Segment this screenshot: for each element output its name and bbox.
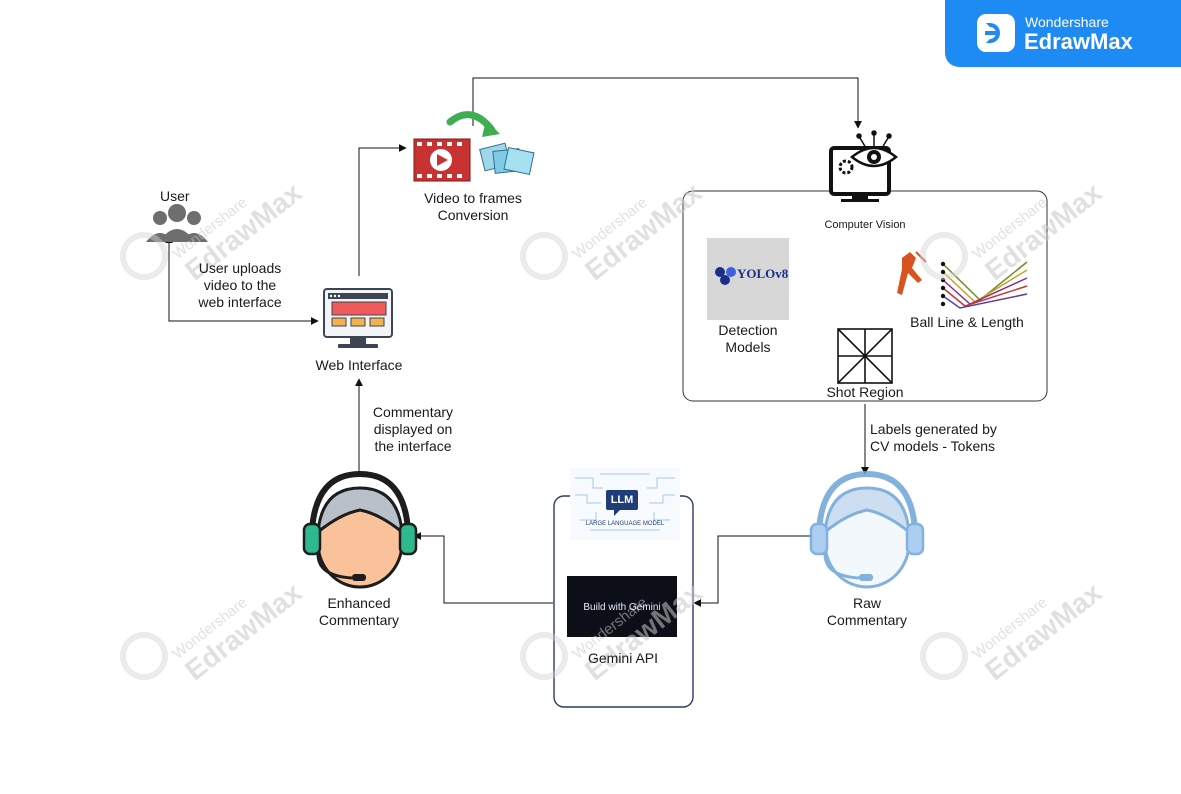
- enhanced-commentary-label: Enhanced Commentary: [318, 595, 400, 628]
- shot-region-label: Shot Region: [826, 384, 904, 400]
- arrow-gemini-to-enhanced: [413, 532, 553, 604]
- video-frames-icon: [413, 111, 535, 182]
- llm-banner: [570, 468, 680, 540]
- raw-commentator-icon: [809, 470, 925, 589]
- web-interface-label: Web Interface: [315, 357, 403, 373]
- video-conversion-label: Video to frames Conversion: [424, 190, 522, 223]
- llm-logo-text: LLM: [610, 494, 634, 506]
- gemini-api-label: Gemini API: [587, 650, 659, 666]
- commentary-displayed-label: Commentary displayed on the interface: [372, 404, 454, 454]
- ball-line-label: Ball Line & Length: [910, 314, 1024, 330]
- user-label: User: [160, 188, 190, 204]
- brand-line2: EdrawMax: [1024, 29, 1133, 54]
- ball-line-icon: [897, 251, 1028, 309]
- yolo-logo: [707, 238, 789, 320]
- computer-vision-icon: [829, 130, 898, 202]
- edrawmax-brand-badge: Wondershare EdrawMax: [945, 0, 1181, 67]
- gemini-banner-text: Build with Gemini: [583, 602, 661, 613]
- monitor-icon: [323, 288, 393, 348]
- connectors: [165, 77, 869, 607]
- labels-generated-label: Labels generated by CV models - Tokens: [870, 421, 997, 454]
- raw-commentary-label: Raw Commentary: [826, 595, 908, 628]
- arrow-video-to-cv: [472, 77, 862, 129]
- shot-region-icon: [837, 328, 893, 384]
- brand-line1: Wondershare: [1025, 14, 1109, 30]
- llm-caption: LARGE LANGUAGE MODEL: [585, 521, 665, 527]
- arrow-webinterface-to-video: [358, 144, 407, 276]
- users-icon: [146, 204, 208, 242]
- user-uploads-label: User uploads video to the web interface: [198, 260, 282, 310]
- computer-vision-label: Computer Vision: [824, 219, 906, 231]
- arrow-raw-to-gemini: [693, 535, 812, 607]
- gemini-banner: [567, 576, 677, 637]
- detection-models-label: Detection Models: [718, 322, 778, 355]
- yolo-logo-text: YOLOv8: [737, 266, 789, 281]
- enhanced-commentator-icon: [302, 470, 418, 589]
- edrawmax-logo-icon: [977, 14, 1015, 52]
